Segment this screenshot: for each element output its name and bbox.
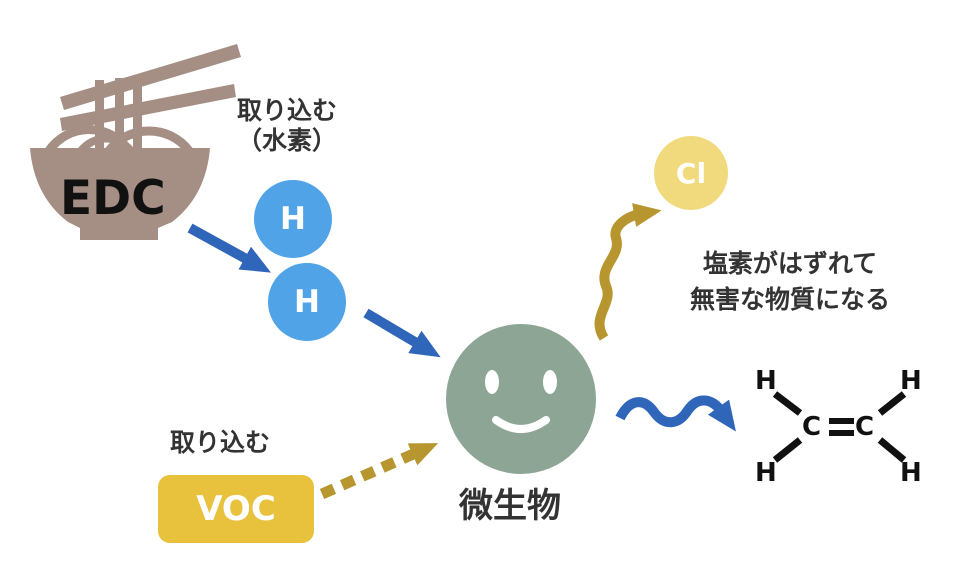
noodle-bowl-icon bbox=[30, 78, 210, 240]
ethylene-hydrogen-bottom-left: H bbox=[755, 458, 777, 488]
hydrogen-caption: 取り込む （水素） bbox=[222, 96, 352, 156]
arrow-edc-to-hydrogen bbox=[187, 223, 272, 273]
hydrogen-atom-top: H bbox=[254, 180, 332, 258]
voc-caption: 取り込む bbox=[170, 428, 271, 457]
microbe-smiley-icon bbox=[446, 324, 596, 474]
edc-label: EDC bbox=[60, 171, 166, 226]
ethylene-bonds bbox=[772, 391, 907, 463]
ethylene-carbon-left: C bbox=[802, 412, 822, 442]
arrow-voc-to-microbe bbox=[319, 443, 439, 500]
ethylene-carbon-right: C bbox=[855, 412, 875, 442]
chopsticks-icon bbox=[60, 44, 241, 131]
ethylene-hydrogen-top-left: H bbox=[755, 366, 777, 396]
hydrogen-caption-line2: （水素） bbox=[236, 126, 337, 155]
hydrogen-caption-line1: 取り込む bbox=[236, 96, 337, 125]
chlorine-caption-line2: 無害な物質になる bbox=[689, 285, 890, 315]
arrow-hydrogen-to-microbe bbox=[363, 308, 441, 358]
hydrogen-atom-bottom: H bbox=[268, 263, 346, 341]
chlorine-caption: 塩素がはずれて 無害な物質になる bbox=[660, 246, 920, 319]
chlorine-caption-line1: 塩素がはずれて bbox=[702, 249, 878, 278]
voc-badge: VOC bbox=[158, 475, 314, 543]
wavy-arrow-to-product bbox=[615, 395, 736, 432]
ethylene-hydrogen-top-right: H bbox=[900, 366, 922, 396]
microbe-label: 微生物 bbox=[459, 486, 561, 526]
ethylene-hydrogen-bottom-right: H bbox=[900, 458, 922, 488]
chlorine-atom: Cl bbox=[654, 136, 728, 210]
wavy-arrow-to-chlorine bbox=[594, 203, 662, 341]
